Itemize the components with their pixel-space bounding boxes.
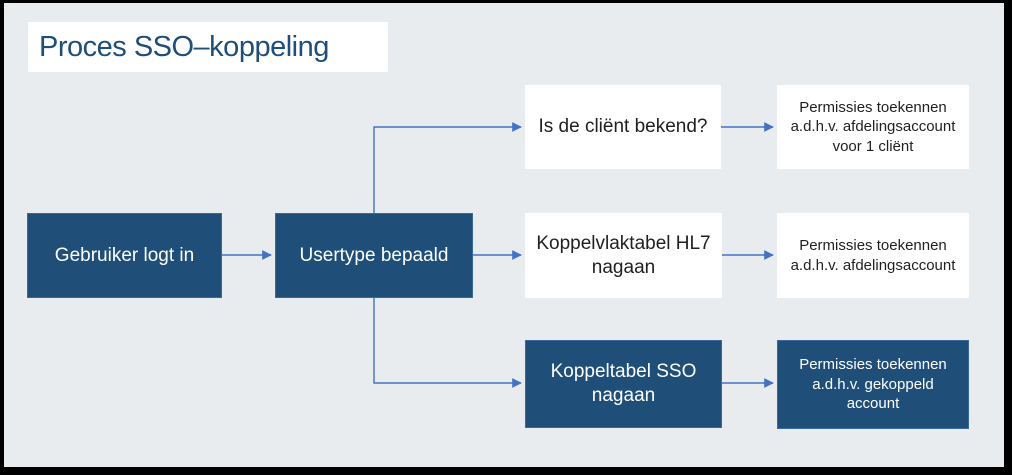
node-label: Is de cliënt bekend? — [538, 116, 708, 138]
node-usertype-bepaald: Usertype bepaald — [275, 213, 473, 298]
node-label: Gebruiker logt in — [54, 244, 195, 266]
node-koppeltabel-sso: Koppeltabel SSO nagaan — [525, 340, 722, 428]
node-label: Permissies toekennen a.d.h.v. gekoppeld … — [799, 356, 947, 413]
flow-connectors — [222, 122, 774, 388]
node-permissies-afdelingsaccount-1-client: Permissies toekennen a.d.h.v. afdelingsa… — [777, 85, 969, 169]
diagram-canvas: Proces SSO–koppeling Gebruiker logt in U… — [4, 3, 1004, 467]
page-title-text: Proces SSO–koppeling — [39, 30, 329, 63]
edge-usertype-sso — [373, 298, 522, 388]
node-permissies-gekoppeld-account: Permissies toekennen a.d.h.v. gekoppeld … — [777, 340, 969, 429]
page-title: Proces SSO–koppeling — [28, 22, 388, 72]
node-label: Permissies toekennen a.d.h.v. afdelingsa… — [790, 237, 956, 274]
node-koppelvlaktabel-hl7: Koppelvlaktabel HL7 nagaan — [525, 213, 722, 298]
node-gebruiker-logt-in: Gebruiker logt in — [27, 213, 222, 298]
node-permissies-afdelingsaccount: Permissies toekennen a.d.h.v. afdelingsa… — [777, 213, 969, 298]
node-label: Usertype bepaald — [299, 244, 449, 266]
node-label: Permissies toekennen a.d.h.v. afdelingsa… — [790, 98, 956, 155]
edge-usertype-clientknown — [373, 122, 522, 213]
node-label: Koppelvlaktabel HL7 nagaan — [536, 232, 711, 278]
node-is-de-client-bekend: Is de cliënt bekend? — [525, 85, 721, 169]
node-label: Koppeltabel SSO nagaan — [550, 361, 697, 406]
